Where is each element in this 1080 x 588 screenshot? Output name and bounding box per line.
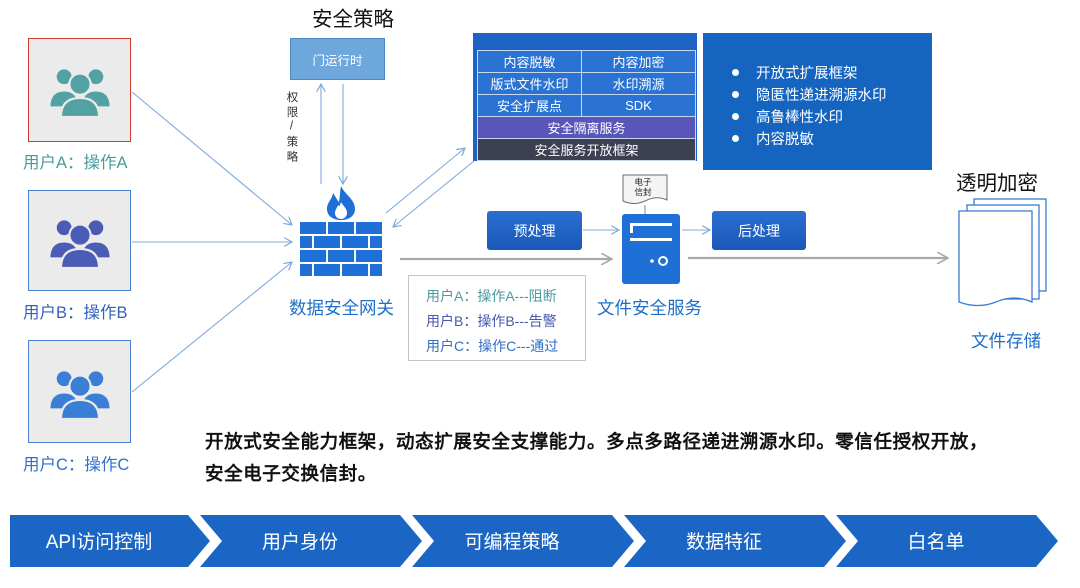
capability-desensitize: 内容脱敏 [478,51,581,72]
user-b-box [28,190,131,291]
bullet-icon [732,112,739,120]
user-a-label: 用户A：操作A [23,154,128,172]
user-c-label: 用户C：操作C [23,456,130,474]
policy-result-b: 用户B：操作B---告警 [426,313,557,329]
capability-layout-watermark: 版式文件水印 [478,73,581,94]
users-icon [48,369,112,420]
pipeline-step-3-label: 可编程策略 [464,531,559,553]
post-process-label: 后处理 [738,222,780,239]
policy-results-box: 用户A：操作A---阻断 用户B：操作B---告警 用户C：操作C---通过 [408,275,586,361]
capability-sdk: SDK [582,95,695,116]
policy-result-a: 用户A：操作A---阻断 [426,288,557,304]
pipeline-step-5-shape [836,515,1058,567]
arrow-user-c-to-gateway [131,262,292,393]
feature-item: 高鲁棒性水印 [732,106,843,127]
runtime-label: 门运行时 [312,53,363,68]
pipeline-step-5-label: 白名单 [907,531,964,553]
feature-panel: 开放式扩展框架 隐匿性递进溯源水印 高鲁棒性水印 内容脱敏 [703,33,932,170]
document-stack-icon [958,198,1047,307]
summary-line-1: 开放式安全能力框架，动态扩展安全支撑能力。多点多路径递进溯源水印。零信任授权开放… [205,431,989,452]
capability-grid: 内容脱敏 内容加密 版式文件水印 水印溯源 安全扩展点 SDK 安全隔离服务 安… [477,50,696,161]
bullet-icon [732,68,739,76]
firewall-icon [300,186,382,276]
envelope-icon [622,174,668,204]
feature-item: 隐匿性递进溯源水印 [732,84,887,105]
file-service-label: 文件安全服务 [597,298,702,318]
arrow-user-a-to-gateway [131,91,292,225]
gateway-label: 数据安全网关 [289,298,394,318]
permission-policy-label: 权限/策略 [285,91,298,165]
envelope-label: 电子信封 [634,177,652,197]
policy-title: 安全策略 [312,8,394,31]
feature-text: 高鲁棒性水印 [756,110,843,126]
summary-line-2: 安全电子交换信封。 [205,463,377,484]
pipeline-step-3-shape [412,515,634,567]
arrow-capabilities-to-gateway [393,160,475,227]
policy-result-c: 用户C：操作C---通过 [426,338,559,354]
file-storage-label: 文件存储 [971,331,1041,351]
feature-text: 开放式扩展框架 [756,66,858,82]
feature-text: 隐匿性递进溯源水印 [756,88,887,104]
users-icon [48,67,112,118]
pipeline-step-4-shape [624,515,846,567]
feature-text: 内容脱敏 [756,132,814,148]
isolation-service-bar: 安全隔离服务 [478,117,695,138]
feature-item: 内容脱敏 [732,128,814,149]
server-icon [622,214,680,284]
capability-watermark-trace: 水印溯源 [582,73,695,94]
transparent-encryption-title: 透明加密 [956,172,1038,195]
users-icon [48,218,112,269]
pipeline-step-1-label: API访问控制 [46,531,153,553]
pipeline-bar: API访问控制 用户身份 可编程策略 数据特征 白名单 [10,515,1058,567]
user-a-box [28,38,131,142]
user-c-box [28,340,131,443]
pipeline-step-1-shape [10,515,210,567]
post-process-box: 后处理 [712,211,806,250]
arrow-gateway-to-capabilities [385,148,465,214]
capability-extension-point: 安全扩展点 [478,95,581,116]
pipeline-step-2-label: 用户身份 [262,531,338,553]
bullet-icon [732,134,739,142]
bullet-icon [732,90,739,98]
feature-item: 开放式扩展框架 [732,62,858,83]
pipeline-step-2-shape [200,515,422,567]
pipeline-step-4-label: 数据特征 [686,531,762,553]
pre-process-label: 预处理 [513,222,556,239]
open-framework-bar: 安全服务开放框架 [478,139,695,160]
user-b-label: 用户B：操作B [23,304,128,322]
pre-process-box: 预处理 [487,211,582,250]
runtime-box: 门运行时 [290,38,385,80]
capability-encrypt: 内容加密 [582,51,695,72]
